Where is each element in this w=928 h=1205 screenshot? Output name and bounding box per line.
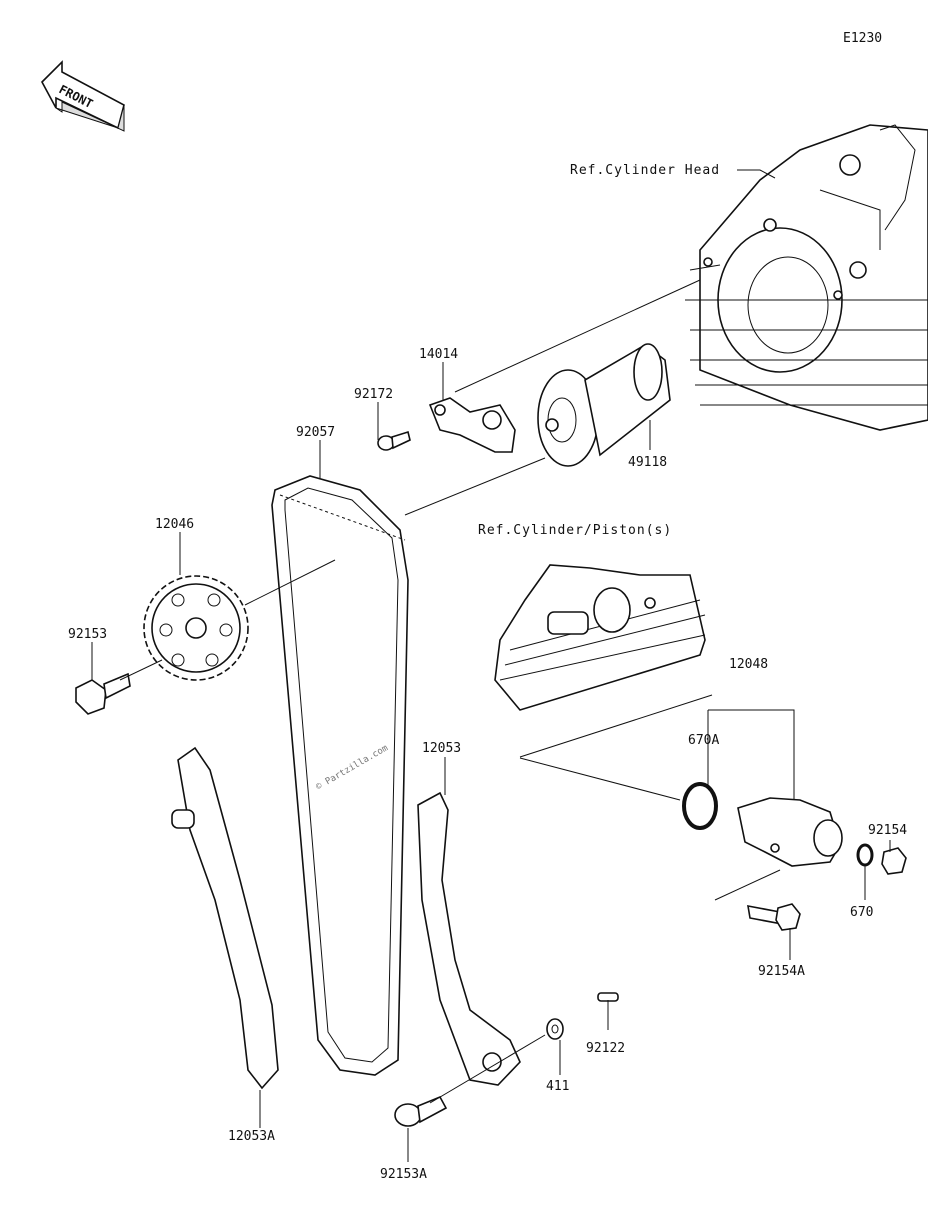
tensioner-cap-bolt (881, 847, 907, 875)
part-label-92122: 92122 (586, 1041, 625, 1056)
screw (377, 430, 411, 451)
part-label-14014: 14014 (419, 347, 458, 362)
guide-pivot (482, 1052, 502, 1072)
cam-chain (271, 475, 409, 1076)
part-label-92154: 92154 (868, 823, 907, 838)
part-label-92172: 92172 (354, 387, 393, 402)
chain-tensioner (737, 797, 843, 867)
tensioner-mount-bolt (747, 903, 801, 931)
ref-cylinder-head-label: Ref.Cylinder Head (570, 163, 720, 178)
front-arrow-icon: FRONT (41, 60, 125, 132)
part-label-49118: 49118 (628, 455, 667, 470)
leader-lines (91, 169, 891, 1162)
part-label-92154A: 92154A (758, 964, 805, 979)
part-label-411: 411 (546, 1079, 569, 1094)
part-label-12053: 12053 (422, 741, 461, 756)
pin (597, 992, 619, 1002)
plate-hole (434, 404, 446, 416)
alignment-lines (119, 279, 781, 1104)
diagram-code: E1230 (843, 31, 882, 46)
part-label-12048: 12048 (729, 657, 768, 672)
part-label-92057: 92057 (296, 425, 335, 440)
plate-hole (482, 410, 502, 430)
cylinder-block (494, 564, 706, 711)
guide-pin (171, 809, 195, 829)
o-ring-large (682, 782, 718, 830)
sprocket-bolt (75, 672, 131, 715)
cam-sprocket (143, 575, 249, 681)
part-label-92153: 92153 (68, 627, 107, 642)
chain-guide-left (177, 746, 279, 1090)
part-label-92153A: 92153A (380, 1167, 427, 1182)
cylinder-head (685, 124, 928, 431)
part-label-12053A: 12053A (228, 1129, 275, 1144)
washer (546, 1018, 564, 1040)
part-label-670: 670 (850, 905, 873, 920)
camshaft (537, 343, 671, 467)
chain-guide-right (417, 791, 521, 1086)
ref-cylinder-piston-label: Ref.Cylinder/Piston(s) (478, 523, 672, 538)
part-label-670A: 670A (688, 733, 719, 748)
o-ring-small (856, 843, 874, 867)
guide-bolt (394, 1095, 448, 1127)
part-label-12046: 12046 (155, 517, 194, 532)
